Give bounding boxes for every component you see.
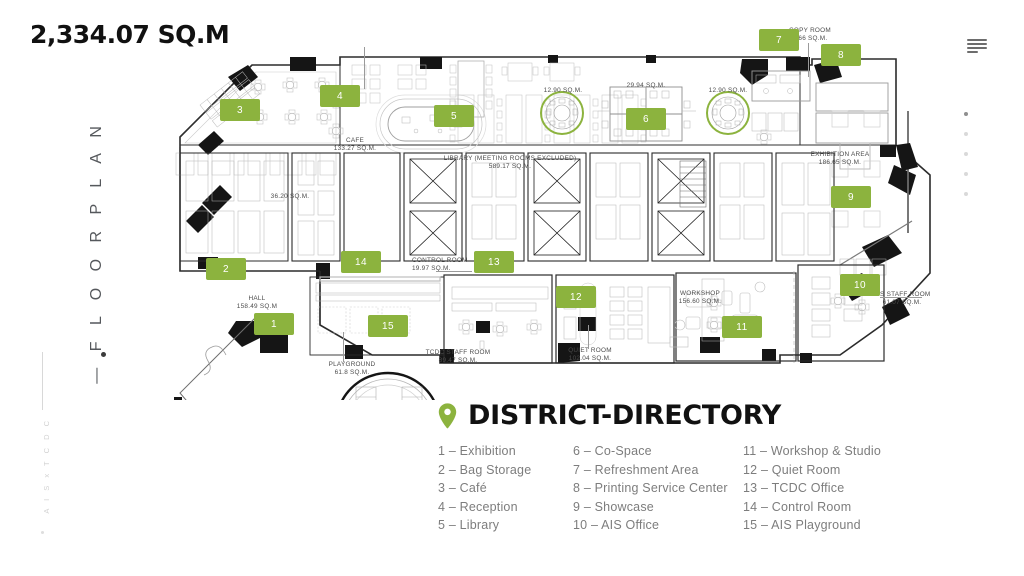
marker-label: 5	[450, 110, 458, 122]
plan-marker-6[interactable]: 6	[626, 108, 666, 130]
marker-label: 11	[736, 321, 748, 333]
plan-marker-12[interactable]: 12	[556, 286, 596, 308]
district-directory: DISTRICT-DIRECTORY 1 – Exhibition 2 – Ba…	[438, 400, 908, 532]
leader-line	[880, 297, 922, 298]
directory-item[interactable]: 13 – TCDC Office	[743, 481, 845, 495]
plan-marker-8[interactable]: 8	[821, 44, 861, 66]
hamburger-bar	[967, 43, 987, 45]
rail-subtitle: A I S x T C D C	[42, 418, 51, 514]
leader-line	[343, 332, 344, 362]
pagination-dots[interactable]	[964, 112, 968, 196]
plan-marker-10[interactable]: 10	[840, 274, 880, 296]
hamburger-bar	[967, 39, 987, 41]
room-label-meeting-left: 12.90 SQ.M.	[543, 87, 583, 94]
marker-label: 4	[336, 90, 344, 102]
directory-item[interactable]: 9 – Showcase	[573, 499, 654, 514]
marker-label: 12	[569, 291, 583, 303]
room-label-library: LIBRARY (MEETING ROOMS EXCLUDED)589.17 S…	[443, 155, 577, 170]
directory-columns: 1 – Exhibition 2 – Bag Storage 3 – Café …	[438, 444, 908, 532]
directory-item[interactable]: 5 – Library	[438, 518, 500, 532]
hamburger-bar	[967, 51, 978, 53]
directory-item[interactable]: 7 – Refreshment Area	[573, 462, 699, 477]
directory-item[interactable]: 8 – Printing Service Center	[573, 481, 728, 495]
marker-label: 1	[270, 318, 278, 330]
directory-item[interactable]: 12 – Quiet Room	[743, 462, 841, 477]
plan-marker-4[interactable]: 4	[320, 85, 360, 107]
directory-item[interactable]: 2 – Bag Storage	[438, 462, 532, 477]
directory-item[interactable]: 10 – AIS Office	[573, 518, 660, 532]
floor-plan-vector	[174, 55, 931, 400]
directory-column-2: 6 – Co-Space 7 – Refreshment Area 8 – Pr…	[573, 444, 743, 532]
room-label-meeting-center: 29.94 SQ.M.	[626, 82, 666, 89]
marker-label: 2	[222, 263, 230, 275]
hamburger-bar	[967, 47, 987, 49]
plan-marker-3[interactable]: 3	[220, 99, 260, 121]
directory-item[interactable]: 15 – AIS Playground	[743, 518, 861, 532]
directory-item[interactable]: 4 – Reception	[438, 499, 518, 514]
pagination-dot[interactable]	[964, 192, 968, 196]
directory-item[interactable]: 14 – Control Room	[743, 499, 852, 514]
rail-title: — F L O O R P L A N	[88, 120, 105, 384]
marker-label: 9	[847, 191, 855, 203]
page-title: 2,334.07 SQ.M	[30, 20, 230, 49]
pagination-dot[interactable]	[964, 112, 968, 116]
plan-marker-9[interactable]: 9	[831, 186, 871, 208]
marker-label: 10	[853, 279, 867, 291]
marker-label: 7	[775, 34, 783, 46]
pagination-dot[interactable]	[964, 132, 968, 136]
rail-divider	[42, 352, 43, 410]
leader-line	[436, 271, 472, 272]
directory-column-3: 11 – Workshop & Studio 12 – Quiet Room 1…	[743, 444, 908, 532]
directory-title: DISTRICT-DIRECTORY	[468, 400, 781, 431]
directory-item[interactable]: 3 – Café	[438, 481, 487, 495]
plan-marker-13[interactable]: 13	[474, 251, 514, 273]
plan-marker-14[interactable]: 14	[341, 251, 381, 273]
pagination-dot[interactable]	[964, 152, 968, 156]
left-rail: — F L O O R P L A N A I S x T C D C	[0, 0, 140, 576]
plan-marker-1[interactable]: 1	[254, 313, 294, 335]
marker-label: 14	[354, 256, 368, 268]
leader-line	[588, 325, 589, 349]
location-pin-icon	[438, 402, 457, 428]
room-label-small-room: 36.20 SQ.M.	[270, 193, 310, 200]
leader-line	[364, 47, 365, 89]
marker-label: 8	[837, 49, 845, 61]
marker-label: 6	[642, 113, 650, 125]
room-label-meeting-right: 12.90 SQ.M.	[708, 87, 748, 94]
marker-label: 3	[236, 104, 244, 116]
directory-item[interactable]: 6 – Co-Space	[573, 444, 652, 458]
plan-marker-15[interactable]: 15	[368, 315, 408, 337]
marker-label: 13	[487, 256, 501, 268]
rail-sub-bullet-icon	[41, 531, 44, 534]
directory-item[interactable]: 11 – Workshop & Studio	[743, 444, 882, 458]
directory-item[interactable]: 1 – Exhibition	[438, 444, 516, 458]
pagination-dot[interactable]	[964, 172, 968, 176]
directory-column-1: 1 – Exhibition 2 – Bag Storage 3 – Café …	[438, 444, 573, 532]
rail-bullet-icon	[101, 352, 106, 357]
plan-marker-11[interactable]: 11	[722, 316, 762, 338]
plan-marker-2[interactable]: 2	[206, 258, 246, 280]
hamburger-icon[interactable]	[967, 39, 987, 53]
plan-marker-5[interactable]: 5	[434, 105, 474, 127]
directory-header: DISTRICT-DIRECTORY	[438, 400, 908, 431]
marker-label: 15	[381, 320, 395, 332]
leader-line	[808, 43, 809, 77]
plan-marker-7[interactable]: 7	[759, 29, 799, 51]
